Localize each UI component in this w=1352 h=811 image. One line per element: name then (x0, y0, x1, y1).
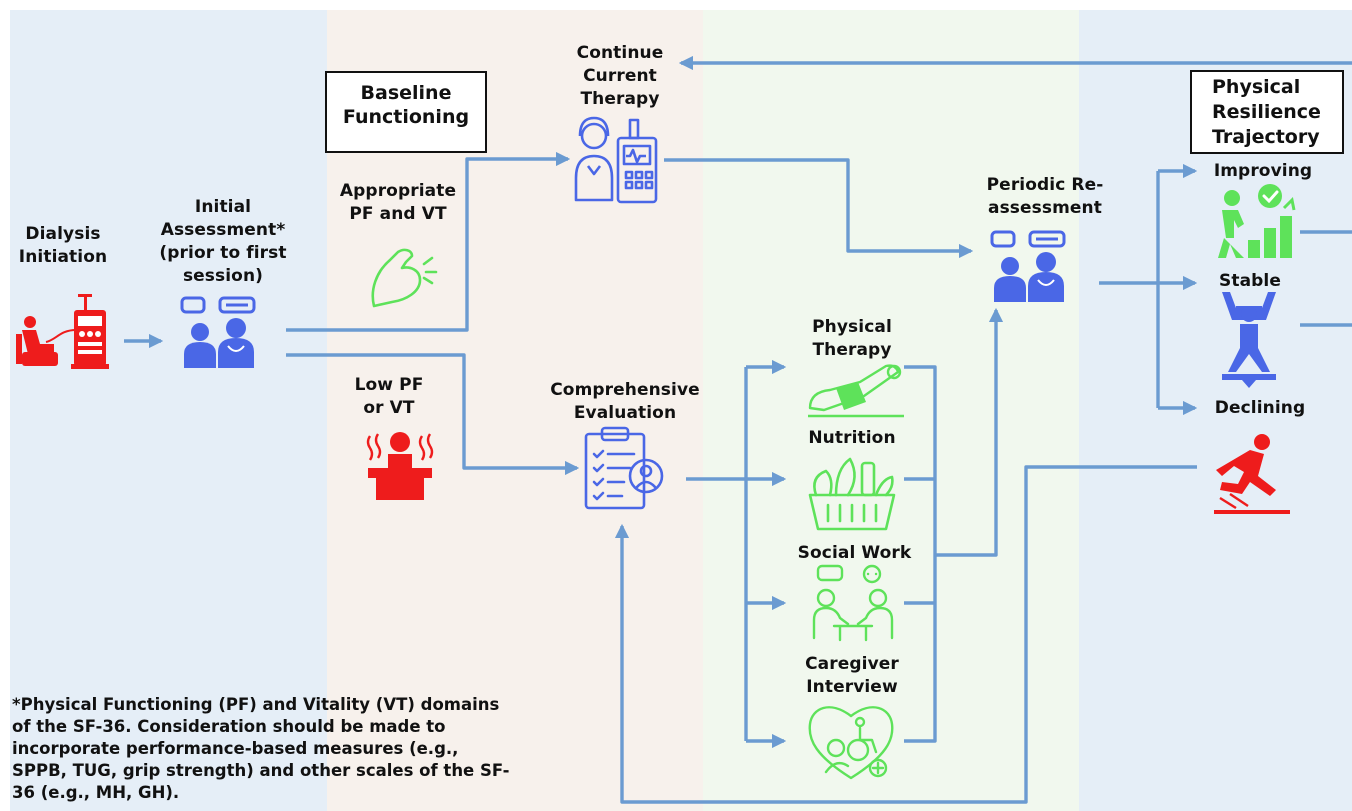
label-improving: Improving (1213, 161, 1313, 181)
label-comprehensive-evaluation: Comprehensive Evaluation (550, 380, 700, 423)
clipboard-checklist-icon (584, 426, 664, 510)
arrow-interventions-to-periodic (935, 307, 1004, 557)
arrow-declining-feedback (614, 465, 1197, 804)
physical-resilience-trajectory-title: Physical Resilience Trajectory (1212, 76, 1321, 148)
label-physical-therapy: Physical Therapy (812, 317, 892, 360)
label-dialysis-initiation: Dialysis Initiation (18, 224, 108, 267)
baseline-functioning-box: Baseline Functioning (325, 71, 487, 153)
label-continue-current-therapy: Continue Current Therapy (576, 43, 664, 109)
arrow-assessment-to-continue (286, 151, 571, 332)
social-work-meeting-icon (812, 564, 894, 642)
footnote: *Physical Functioning (PF) and Vitality … (12, 695, 510, 802)
physical-resilience-trajectory-box: Physical Resilience Trajectory (1190, 70, 1344, 154)
label-initial-assessment: Initial Assessment* (prior to first sess… (159, 197, 287, 286)
label-low-pf-vt: Low PF or VT (354, 375, 424, 418)
label-caregiver-interview: Caregiver Interview (805, 654, 899, 697)
flexed-arm-icon (371, 248, 438, 308)
label-appropriate-pf-vt: Appropriate PF and VT (339, 181, 457, 224)
exhausted-person-icon (366, 432, 434, 500)
band-initiation (10, 10, 327, 811)
doctor-patient-consult-icon (180, 296, 256, 368)
arrow-continue-to-periodic (664, 158, 974, 259)
label-nutrition: Nutrition (808, 428, 896, 448)
caregiver-heart-icon (808, 706, 894, 780)
dialysis-machine-icon (16, 294, 109, 369)
label-stable: Stable (1219, 271, 1281, 291)
band-interventions (703, 10, 1079, 811)
falling-person-icon (1214, 434, 1290, 514)
label-periodic-reassessment: Periodic Re-assessment (986, 175, 1104, 218)
label-declining: Declining (1214, 398, 1306, 418)
grocery-basket-icon (808, 457, 896, 531)
balanced-person-icon (1222, 292, 1276, 388)
baseline-functioning-title: Baseline Functioning (342, 82, 470, 128)
arrow-assessment-to-comprehensive (286, 353, 580, 476)
improving-growth-icon (1218, 184, 1296, 258)
patient-monitor-icon (574, 116, 658, 204)
label-social-work: Social Work (797, 543, 912, 563)
physical-therapy-icon (808, 364, 904, 418)
doctor-patient-consult-icon (990, 230, 1066, 302)
